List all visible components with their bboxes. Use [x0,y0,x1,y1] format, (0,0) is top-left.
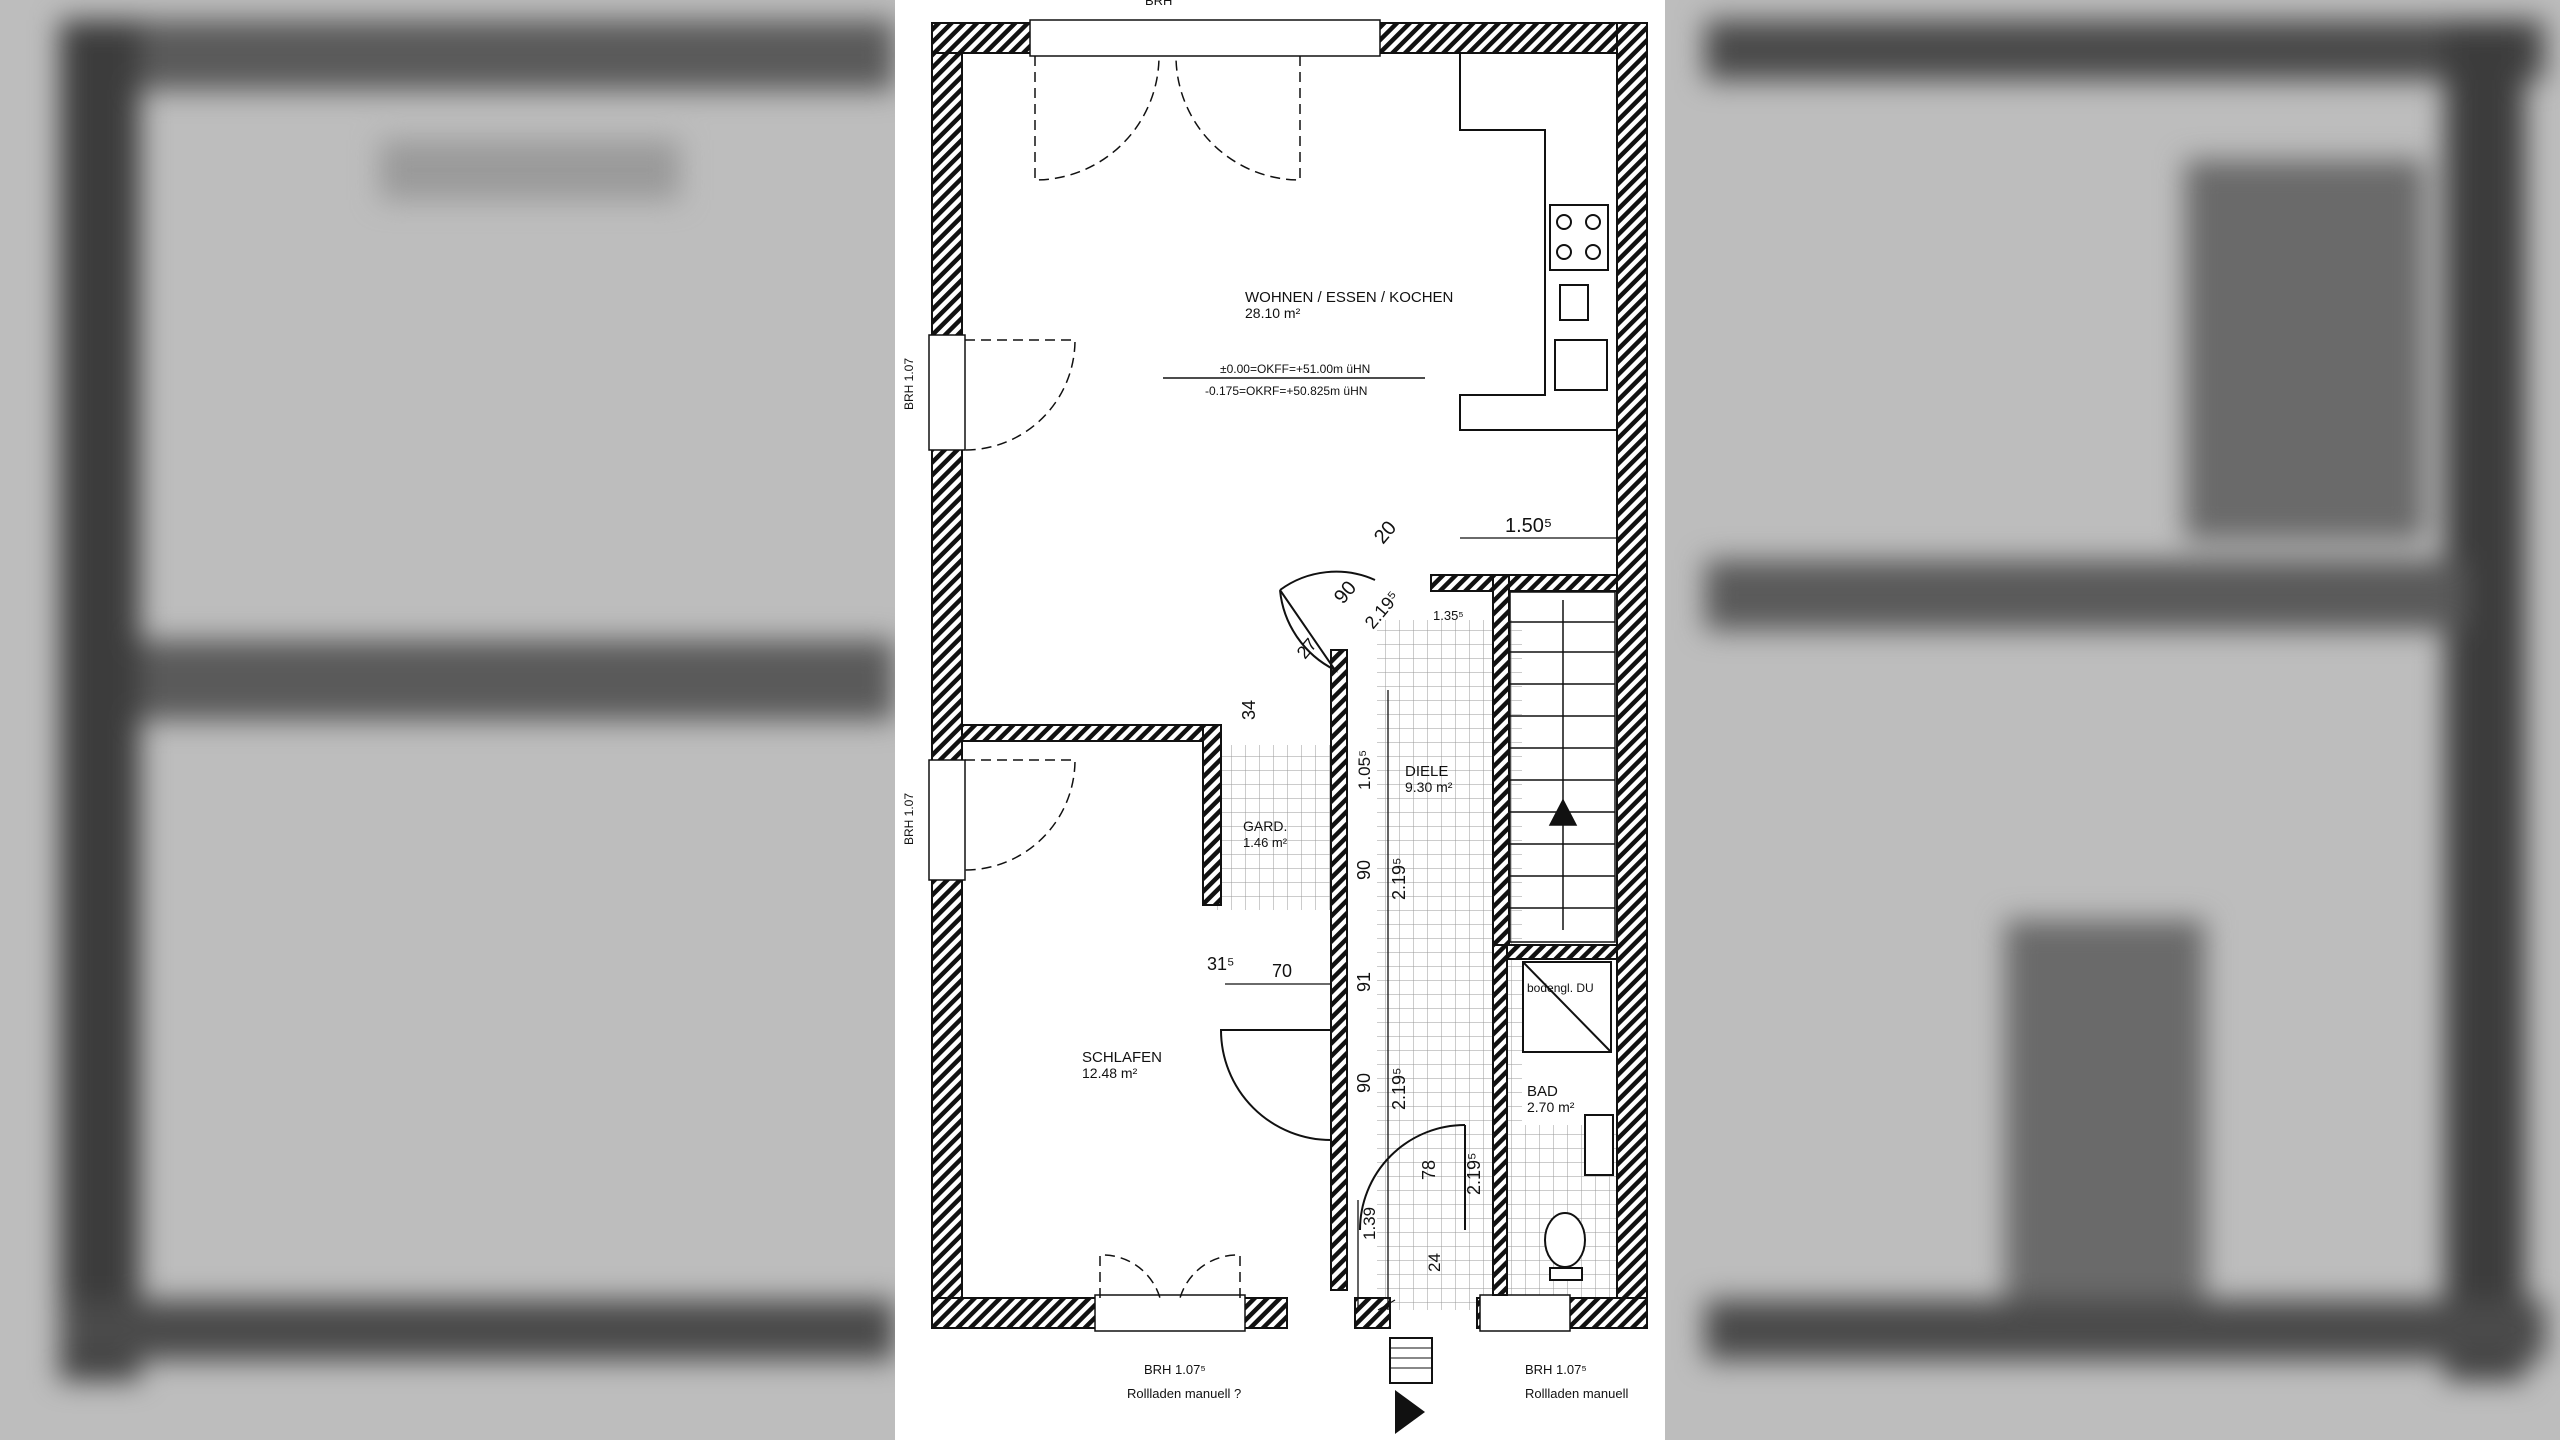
interior-walls [961,574,1618,1296]
window-openings [928,19,1571,1332]
dim-kitchen-depth: 1.50⁵ [1505,515,1552,537]
wardrobe-floor [1211,745,1331,910]
dim-135: 1.35⁵ [1433,608,1464,623]
top-label: BRH [1145,0,1172,8]
room-name-wardrobe: GARD. [1243,818,1287,834]
washbasin [1584,1114,1614,1176]
shower-label: bodengl. DU [1527,981,1594,995]
window-label-left-lower: BRH 1.07 [902,793,916,845]
bathroom-fixtures [1522,961,1614,1281]
room-name-living: WOHNEN / ESSEN / KOCHEN [1245,289,1453,306]
level-okff: ±0.00=OKFF=+51.00m üHN [1220,362,1370,376]
dim-78: 78 [1419,1160,1439,1180]
dim-90-b: 90 [1354,1073,1374,1093]
shutter-label-right: Rollladen manuell [1525,1386,1628,1401]
dim-139: 1.39 [1360,1207,1379,1240]
room-area-bedroom: 12.48 m² [1082,1065,1138,1081]
dim-105: 1.05⁵ [1355,750,1374,790]
room-area-living: 28.10 m² [1245,305,1301,321]
dim-90-a: 90 [1354,860,1374,880]
floor-plan-panel: WOHNEN / ESSEN / KOCHEN 28.10 m² ±0.00=O… [895,0,1665,1440]
entrance-arrow-icon [1395,1390,1425,1434]
window-label-bottom-left: BRH 1.07⁵ [1144,1362,1206,1377]
window-label-bottom-right: BRH 1.07⁵ [1525,1362,1587,1377]
dim-20: 20 [1370,517,1401,548]
room-name-bedroom: SCHLAFEN [1082,1049,1162,1066]
kitchen-counter [1459,53,1617,431]
dim-90-door: 90 [1330,577,1361,608]
room-area-bath: 2.70 m² [1527,1099,1575,1115]
level-okrf: -0.175=OKRF=+50.825m üHN [1205,384,1367,398]
toilet [1544,1212,1586,1268]
dimension-lines [1225,537,1617,1311]
dim-91: 91 [1354,972,1374,992]
dim-70: 70 [1272,961,1292,981]
staircase [1509,591,1616,943]
dim-31: 31⁵ [1207,954,1234,974]
interior-doors [1219,570,1466,1231]
dim-219-b: 2.19⁵ [1389,1068,1409,1111]
floor-plan: WOHNEN / ESSEN / KOCHEN 28.10 m² ±0.00=O… [902,0,1648,1434]
blurred-background-left [0,0,895,1440]
room-area-hall: 9.30 m² [1405,779,1453,795]
blurred-background-right [1665,0,2560,1440]
room-area-wardrobe: 1.46 m² [1243,835,1288,850]
dim-24: 24 [1425,1253,1444,1272]
room-name-hall: DIELE [1405,763,1448,780]
shutter-label-left: Rollladen manuell ? [1127,1386,1241,1401]
dim-219-c: 2.19⁵ [1464,1153,1484,1196]
dim-34: 34 [1239,700,1259,720]
dim-219-a: 2.19⁵ [1389,858,1409,901]
doors [964,55,1301,1299]
room-name-bath: BAD [1527,1083,1558,1100]
window-label-left-upper: BRH 1.07 [902,358,916,410]
entrance-step [1389,1337,1433,1384]
